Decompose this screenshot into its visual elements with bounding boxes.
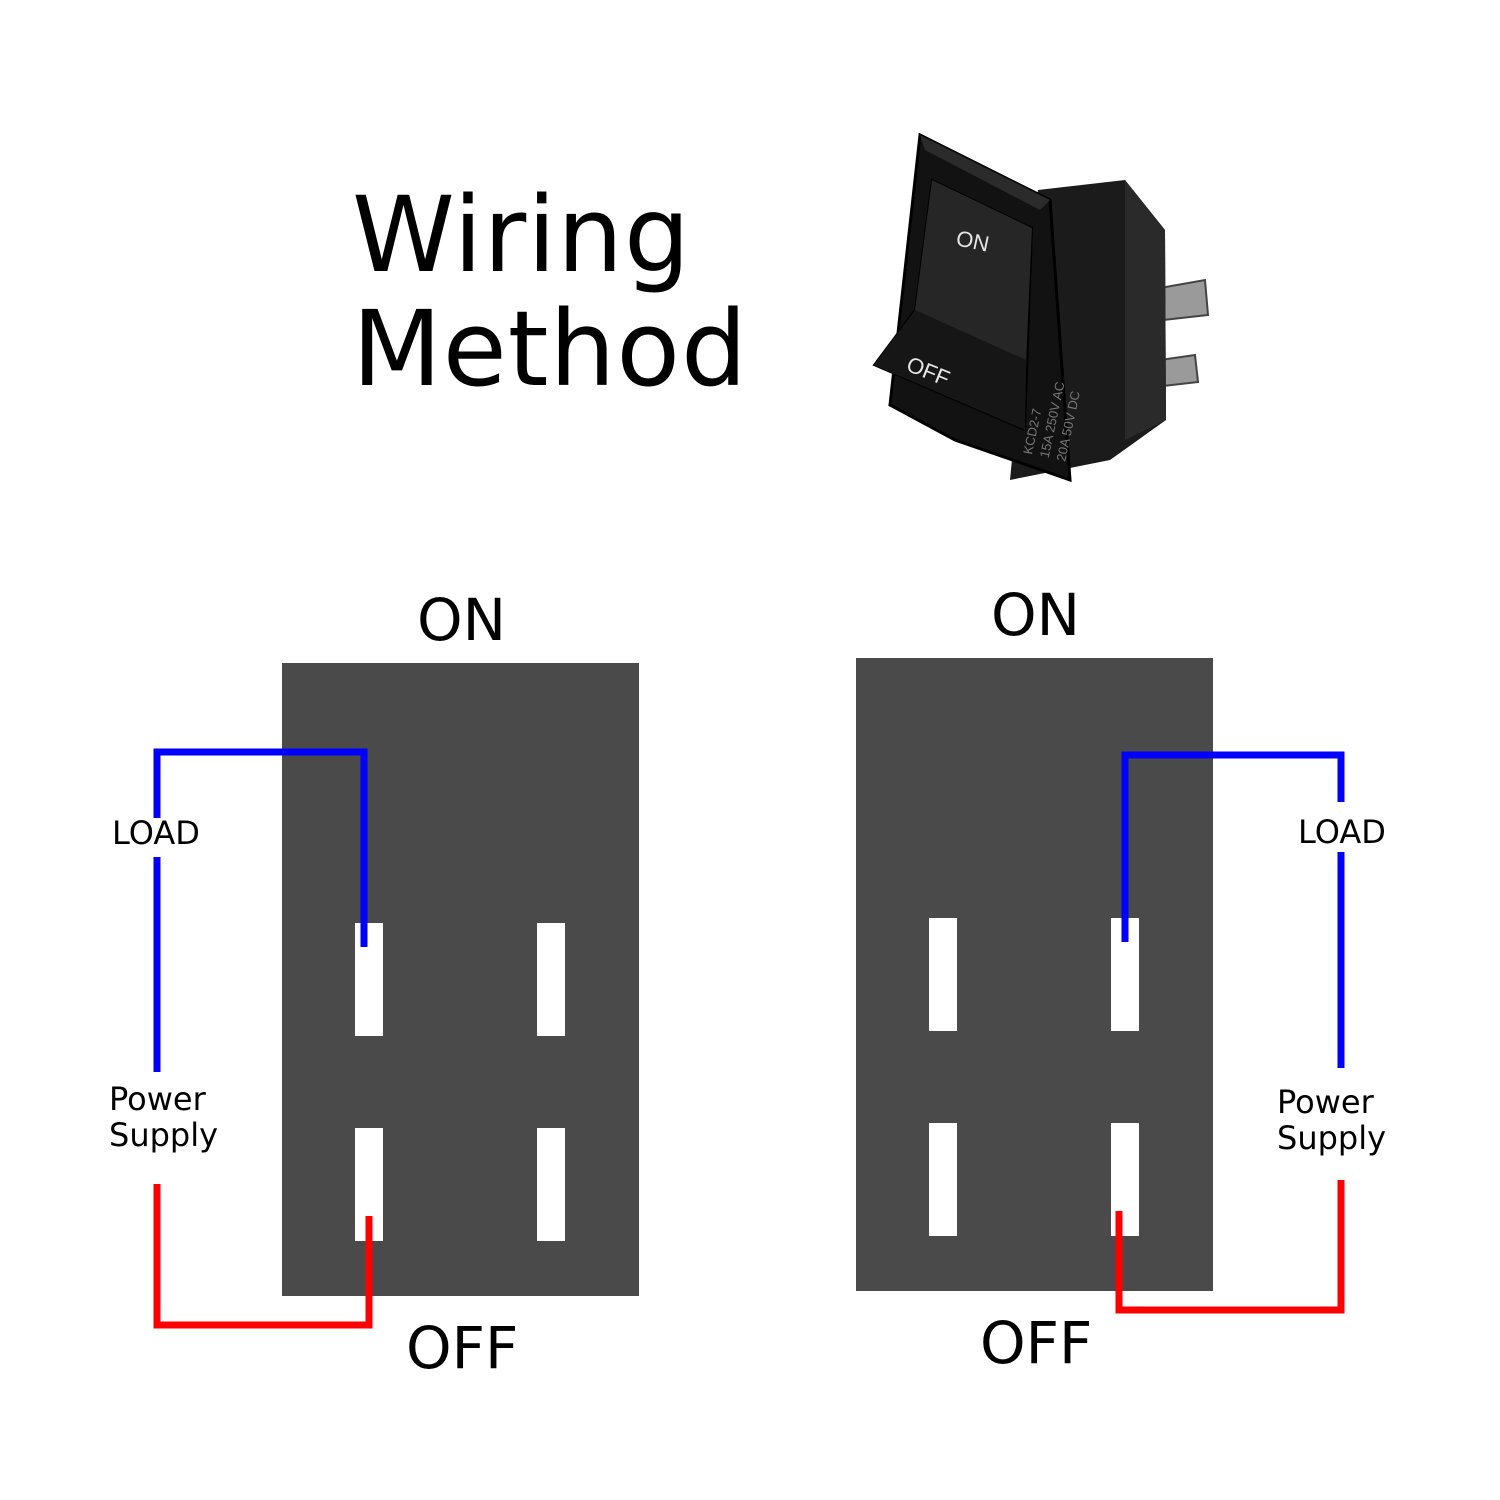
terminal-bottom-right [537, 1128, 565, 1241]
left-off-label: OFF [406, 1314, 519, 1382]
rocker-switch-image: ON OFF KCD2-7 15A 250V AC 20A 50V DC [872, 132, 1210, 483]
terminal-bottom-right [1111, 1123, 1139, 1236]
power-wire-left [153, 1184, 373, 1329]
right-power-label-line2: Supply [1277, 1119, 1387, 1157]
right-power-label-line1: Power [1277, 1083, 1374, 1121]
right-power-label: Power Supply [1277, 1084, 1386, 1156]
load-wire-right [1121, 751, 1345, 942]
right-on-label: ON [991, 581, 1081, 649]
terminal-top-left [929, 918, 957, 1031]
title-line-1: Wiring [352, 174, 692, 296]
switch-body-left [282, 663, 639, 1296]
terminal-bottom-left [929, 1123, 957, 1236]
power-wire-right [1115, 1180, 1345, 1314]
left-on-label: ON [417, 586, 507, 654]
wiring-diagram-right [856, 658, 1345, 1314]
load-wire-left [153, 748, 368, 947]
page-title: Wiring Method [352, 178, 748, 406]
switch-body-right [856, 658, 1213, 1291]
right-load-label: LOAD [1298, 813, 1386, 851]
left-load-label: LOAD [112, 814, 200, 852]
left-power-label-line2: Supply [109, 1116, 219, 1154]
left-power-label-line1: Power [109, 1080, 206, 1118]
terminal-top-right [537, 923, 565, 1036]
title-line-2: Method [352, 288, 749, 410]
terminal-top-left [355, 923, 383, 1036]
left-power-label: Power Supply [109, 1081, 218, 1153]
wiring-diagram-left [153, 663, 639, 1329]
right-off-label: OFF [980, 1309, 1093, 1377]
